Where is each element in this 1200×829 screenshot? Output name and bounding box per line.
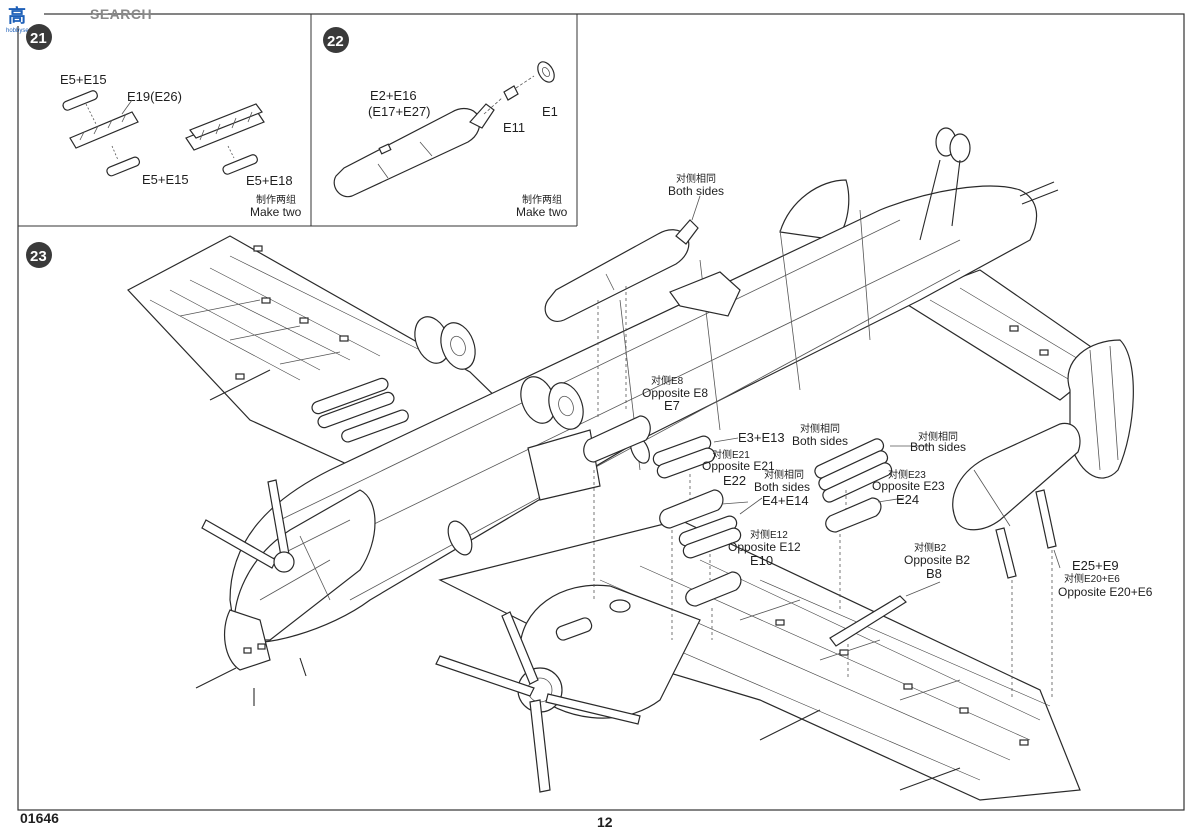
- right-engine: [435, 584, 701, 793]
- step-21-panel: 21 E5+E15 E19(E26) E5+E15 E5+E18 制作两组 Ma…: [26, 24, 302, 219]
- step-21-rack-exploded: [62, 90, 141, 177]
- callout-both-sides-2-cn: 对侧相同: [800, 422, 840, 435]
- callout-both-sides-3-cn: 对侧相同: [918, 430, 958, 443]
- step-23-badge: [26, 242, 52, 268]
- callout-e7: E7: [664, 398, 680, 413]
- callout-e8-en: Opposite E8: [642, 386, 708, 400]
- step-21-label-e5e18: E5+E18: [246, 173, 293, 188]
- part-b8-strut: [829, 595, 907, 680]
- step-22-label-e11: E11: [503, 120, 525, 135]
- step-21-badge: [26, 24, 52, 50]
- step-22-note-en: Make two: [516, 205, 568, 219]
- part-e24-fairing: [825, 497, 882, 533]
- part-e25-e9-pod: [952, 422, 1081, 700]
- callout-both-sides-2-en: Both sides: [792, 434, 848, 448]
- callout-e4-e14: E4+E14: [762, 493, 809, 508]
- callout-e25-e9: E25+E9: [1072, 558, 1119, 573]
- callout-e20-e6-cn: 对侧E20+E6: [1064, 572, 1120, 585]
- step-21-rack-assembled: [185, 103, 265, 175]
- callout-both-sides-1-en: Both sides: [668, 184, 724, 198]
- canopy: [233, 489, 376, 641]
- part-right-bomb-cluster: [814, 438, 893, 512]
- left-propeller: [201, 479, 295, 573]
- callout-e24: E24: [896, 492, 919, 507]
- callout-b2-en: Opposite B2: [904, 553, 970, 567]
- leader-lines: [593, 195, 1061, 640]
- callout-e12-en: Opposite E12: [728, 540, 801, 554]
- landing-gear: [414, 127, 971, 501]
- footer-page-number: 12: [597, 814, 613, 829]
- step-23-panel: 23: [26, 127, 1153, 801]
- watermark-logo-glyph: 高: [8, 5, 26, 26]
- callout-e21-en: Opposite E21: [702, 459, 775, 473]
- part-e22-fairing: [659, 489, 724, 529]
- callout-e12-cn: 对侧E12: [750, 528, 788, 541]
- page-border: [17, 13, 1185, 811]
- callout-e20-e6-en: Opposite E20+E6: [1058, 585, 1153, 599]
- callout-b8: B8: [926, 566, 942, 581]
- callout-both-sides-3-en: Both sides: [910, 440, 966, 454]
- step-22-drop-tank: [333, 61, 555, 198]
- step-22-badge: [323, 27, 349, 53]
- part-e10-fairing: [685, 571, 742, 607]
- aircraft-drawing: [127, 127, 1134, 801]
- callout-e8-cn: 对侧E8: [651, 374, 684, 387]
- step-22-note-cn: 制作两组: [522, 193, 562, 206]
- watermark-logo-sub: hobbysearch: [6, 28, 40, 34]
- callout-e23-cn: 对侧E23: [888, 468, 926, 481]
- step-21-number: 21: [30, 30, 47, 47]
- step-23-number: 23: [30, 248, 47, 265]
- callout-e10: E10: [750, 553, 773, 568]
- step-21-label-e5e15-top: E5+E15: [60, 72, 107, 87]
- step-22-label-e1: E1: [542, 104, 558, 119]
- step-22-number: 22: [327, 33, 344, 50]
- part-e3-e13-bomb-cluster: [652, 435, 716, 500]
- part-e7-fairing: [583, 415, 651, 463]
- callout-e3-e13: E3+E13: [738, 430, 785, 445]
- step-22-panel: 22 E2+E16 (E17+E27) E11 E1 制作两组 Make two: [323, 27, 568, 219]
- part-drop-tank: [544, 219, 699, 420]
- step-21-note-cn: 制作两组: [256, 193, 296, 206]
- callout-e22: E22: [723, 473, 746, 488]
- callout-b2-cn: 对侧B2: [914, 541, 947, 554]
- callout-both-sides-1-cn: 对侧相同: [676, 172, 716, 185]
- watermark-logo: 高 hobbysearch SEARCH: [6, 4, 152, 34]
- step-21-label-e5e15-bottom: E5+E15: [142, 172, 189, 187]
- tail-fin: [1067, 339, 1134, 479]
- step-22-label-e17e27: (E17+E27): [368, 104, 431, 119]
- callout-both-sides-4-cn: 对侧相同: [764, 468, 804, 481]
- part-e4-e14-bomb-cluster: [678, 515, 742, 580]
- step-21-note-en: Make two: [250, 205, 302, 219]
- callout-e23-en: Opposite E23: [872, 479, 945, 493]
- callout-both-sides-4-en: Both sides: [754, 480, 810, 494]
- underwing-rack-left: [311, 377, 409, 443]
- watermark-text: SEARCH: [90, 6, 152, 22]
- footer-product-code: 01646: [20, 810, 59, 826]
- step-21-label-e19: E19(E26): [127, 89, 182, 104]
- callout-e21-cn: 对侧E21: [712, 448, 750, 461]
- step-22-label-e2e16: E2+E16: [370, 88, 417, 103]
